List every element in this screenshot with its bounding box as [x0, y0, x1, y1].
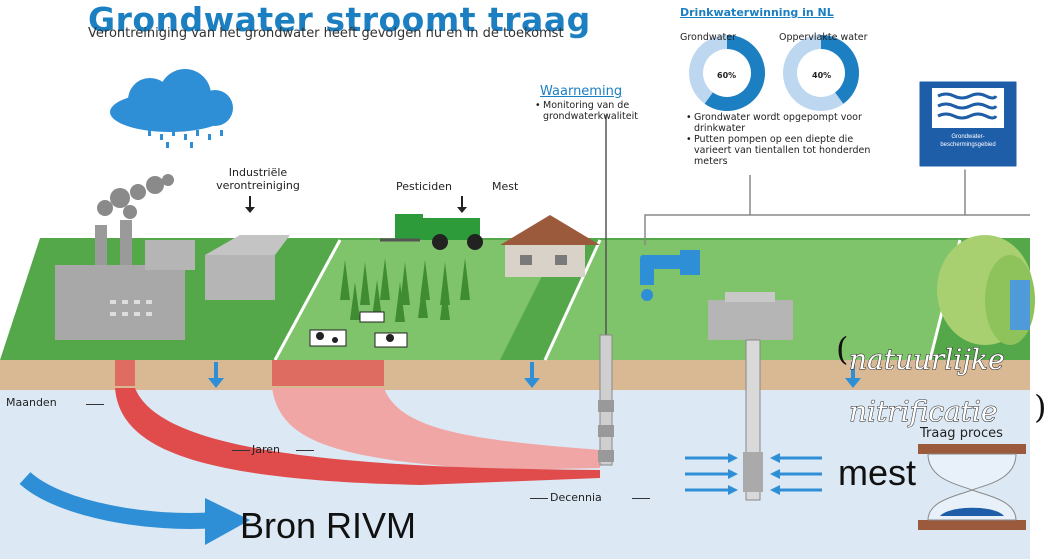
paren-close: )	[1034, 388, 1047, 426]
pie-hole	[797, 49, 845, 97]
months-label: Maanden	[6, 396, 57, 409]
slow-process-label: Traag proces	[920, 426, 1003, 441]
months-line	[86, 404, 104, 405]
years-line-right	[296, 450, 314, 451]
plume-light	[272, 388, 600, 470]
industrial-arrow	[245, 196, 255, 213]
infiltration-arrows	[208, 362, 861, 388]
observation-header: Waarneming	[540, 84, 623, 99]
drinking-item: Grondwater wordt opgepompt voor drinkwat…	[686, 112, 916, 134]
plume-dark	[115, 388, 600, 485]
tractor-icon	[380, 214, 483, 250]
flow-arrow-icon	[19, 471, 250, 545]
source-label: Bron RIVM	[240, 505, 417, 546]
industrial-label: Industriële verontreiniging	[216, 166, 300, 192]
monitoring-well-icon	[598, 115, 614, 466]
tree-icon	[937, 235, 1035, 345]
page-subtitle: Verontreiniging van het grondwater heeft…	[88, 26, 564, 41]
factory-icon	[55, 220, 290, 340]
cloud-icon	[110, 69, 233, 148]
field-divider-2	[543, 239, 602, 361]
pie-chart-surface-water	[783, 35, 859, 111]
drinking-header: Drinkwaterwinning in NL	[680, 6, 834, 19]
pump-station-icon	[708, 292, 793, 501]
sign-text: Grondwater-beschermingsgebied	[940, 134, 996, 148]
decades-line-left	[530, 498, 548, 499]
observation-list: Monitoring van de grondwaterkwaliteit	[535, 100, 655, 122]
inflow-arrows	[685, 453, 822, 495]
pie-hole	[703, 49, 751, 97]
page-title: Grondwater stroomt traag	[88, 0, 591, 39]
soil-layer	[0, 360, 1030, 390]
surface-water-pie-label: Oppervlakte water	[779, 32, 868, 43]
manure-label: Mest	[492, 180, 519, 193]
nitrification-label: natuurlijke nitrificatie	[849, 343, 1006, 429]
crops-icon	[340, 258, 470, 322]
paren-open: (	[836, 330, 849, 368]
house-icon	[500, 215, 600, 277]
field-divider-1	[273, 239, 342, 361]
drinking-item: Putten pompen op een diepte die varieert…	[686, 134, 874, 167]
hourglass-icon	[918, 444, 1026, 530]
decades-label: Decennia	[550, 491, 602, 504]
surface-water-pct: 40%	[812, 71, 832, 80]
observation-item: Monitoring van de grondwaterkwaliteit	[535, 100, 655, 122]
connection-lines	[644, 160, 1030, 245]
tap-icon	[640, 250, 700, 301]
years-line-left	[232, 450, 250, 451]
mest-label: mest	[838, 452, 917, 493]
drinking-list: Grondwater wordt opgepompt voor drinkwat…	[686, 112, 916, 167]
pesticides-label: Pesticiden	[396, 180, 452, 193]
cow-icon	[309, 311, 408, 348]
groundwater-pct: 60%	[717, 71, 737, 80]
years-label: Jaren	[252, 443, 281, 456]
plume-source-dots	[115, 360, 384, 386]
groundwater-pie-label: Grondwater	[680, 32, 736, 43]
protection-sign-icon	[916, 78, 1020, 170]
decades-line-right	[632, 498, 650, 499]
manure-arrow	[457, 196, 467, 213]
pie-chart-groundwater	[689, 35, 766, 111]
smoke-icon	[97, 174, 174, 219]
